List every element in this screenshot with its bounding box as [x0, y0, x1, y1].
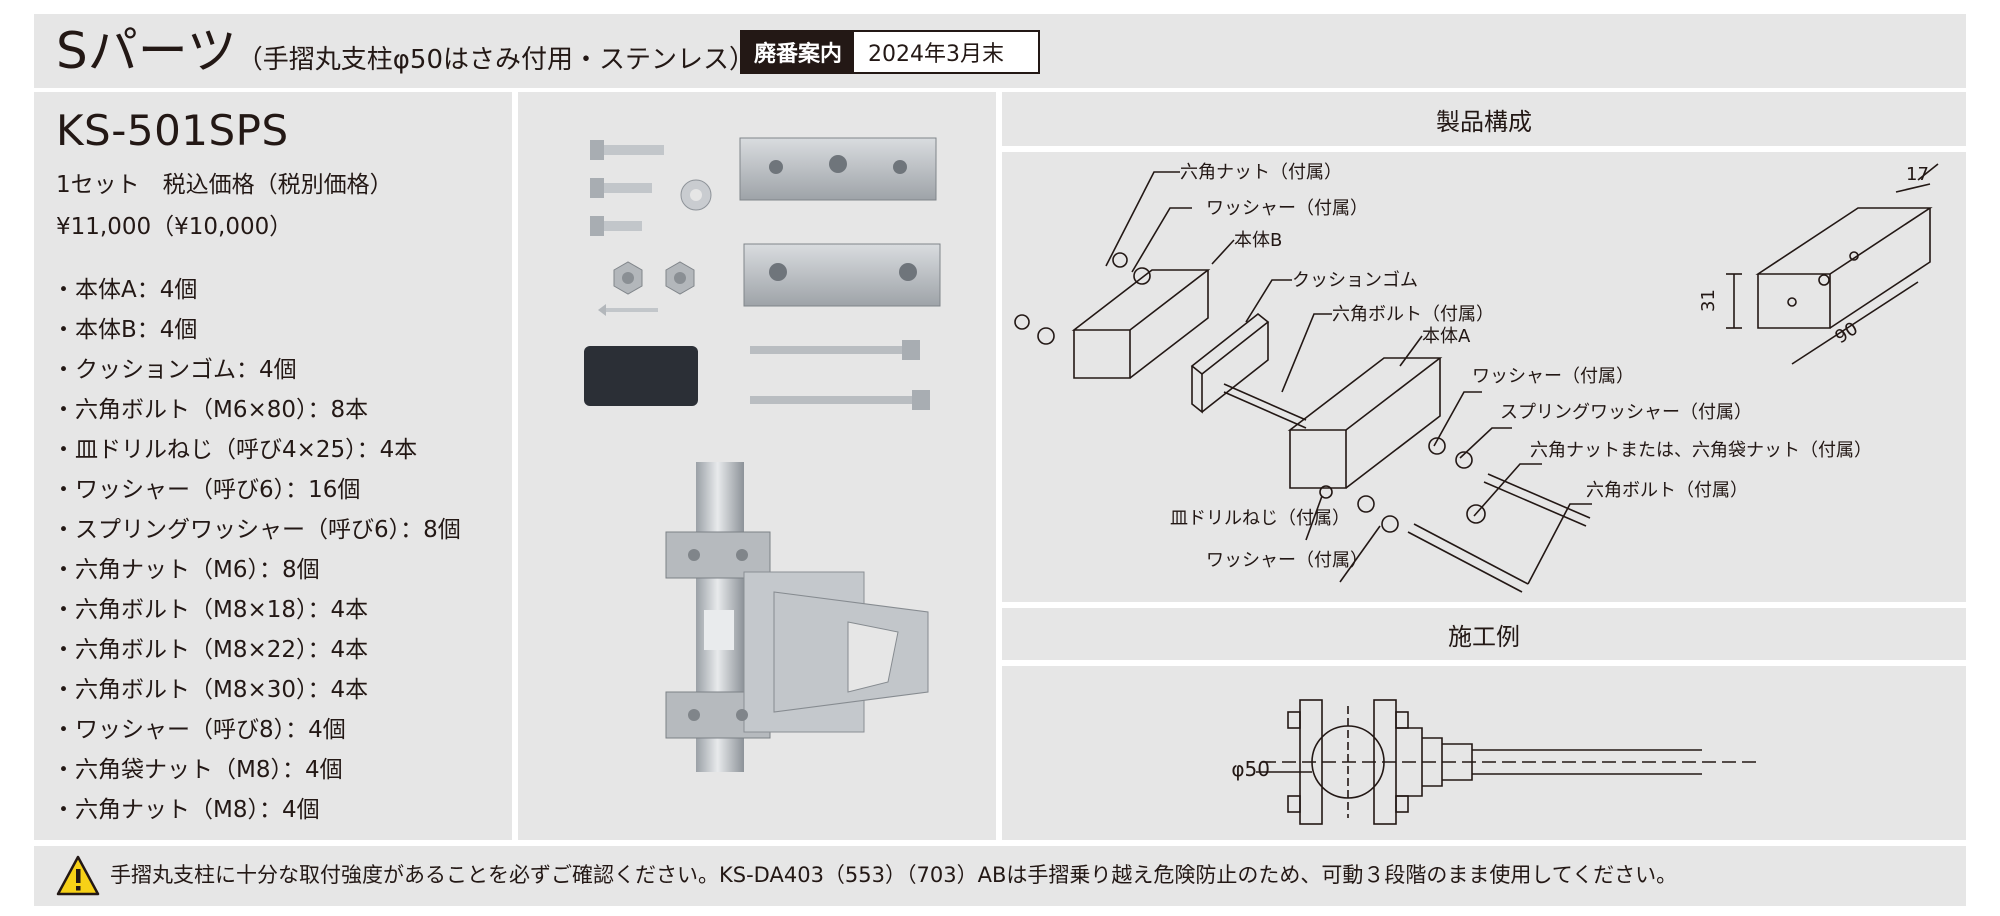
label-washer-bottom: ワッシャー（付属） [1206, 550, 1368, 571]
long-bolt-part [750, 340, 930, 410]
label-hex-bolt-mid: 六角ボルト（付属） [1332, 304, 1494, 325]
example-header: 施工例 [1002, 608, 1966, 660]
exploded-view-diagram: 六角ナット（付属） ワッシャー（付属） 本体B クッションゴム 六角ボルト（付属… [1014, 162, 1939, 593]
example-title: 施工例 [1448, 622, 1520, 651]
label-body-a: 本体A [1422, 326, 1471, 347]
composition-header: 製品構成 [1002, 92, 1966, 146]
composition-title: 製品構成 [1436, 107, 1532, 136]
list-item: ・ワッシャー（呼び8）：4個 [52, 717, 346, 743]
list-item: ・六角ナット（M8）：4個 [52, 797, 320, 823]
list-item: ・六角ボルト（M8×18）：4本 [52, 597, 369, 623]
discontinued-date: 2024年3月末 [868, 42, 1004, 67]
list-item: ・皿ドリルねじ（呼び4×25）：4本 [52, 437, 418, 463]
drill-screw-icon [598, 304, 658, 316]
discontinued-label: 廃番案内 [742, 32, 854, 72]
warning-triangle-icon [56, 855, 100, 896]
dimension-90: 90 [1831, 318, 1862, 348]
dimension-17: 17 [1906, 164, 1929, 185]
label-nut-or-cap-nut: 六角ナットまたは、六角袋ナット（付属） [1530, 440, 1872, 461]
list-item: ・六角ボルト（M8×22）：4本 [52, 637, 369, 663]
spec-panel: KS-501SPS 1セット 税込価格（税別価格） ¥11,000（¥10,00… [34, 92, 512, 840]
hex-nut-icon [613, 261, 695, 295]
list-item: ・クッションゴム：4個 [52, 357, 297, 383]
list-item: ・ワッシャー（呼び6）：16個 [52, 477, 361, 503]
list-item: ・本体B：4個 [52, 317, 198, 343]
cushion-rubber-part [584, 346, 698, 406]
list-item: ・六角ボルト（M6×80）：8本 [52, 397, 369, 423]
header-bar: Sパーツ（手摺丸支柱φ50はさみ付用・ステンレス） 廃番案内 2024年3月末 [34, 14, 1966, 88]
installation-drawing: φ50 [1231, 699, 1762, 825]
list-item: ・本体A：4個 [52, 277, 198, 303]
price-caption: 1セット 税込価格（税別価格） [56, 172, 393, 198]
label-drill-screw: 皿ドリルねじ（付属） [1170, 508, 1350, 529]
list-item: ・スプリングワッシャー（呼び6）：8個 [52, 517, 461, 543]
dimension-31: 31 [1698, 289, 1719, 312]
list-item: ・六角ナット（M6）：8個 [52, 557, 320, 583]
page-title: Sパーツ（手摺丸支柱φ50はさみ付用・ステンレス） [56, 22, 755, 89]
label-washer-right: ワッシャー（付属） [1472, 366, 1634, 387]
discontinued-notice: 廃番案内 2024年3月末 [740, 30, 1040, 74]
model-number: KS-501SPS [56, 106, 289, 155]
diameter-label: φ50 [1231, 757, 1270, 781]
label-hex-bolt-right: 六角ボルト（付属） [1586, 480, 1748, 501]
label-washer-top: ワッシャー（付属） [1206, 198, 1368, 219]
composition-diagram: 六角ナット（付属） ワッシャー（付属） 本体B クッションゴム 六角ボルト（付属… [1002, 152, 1966, 602]
price-value: ¥11,000（¥10,000） [56, 214, 293, 240]
product-photo-illustration [584, 137, 941, 772]
warning-footer: 手摺丸支柱に十分な取付強度があることを必ずご確認ください。KS-DA403（55… [34, 846, 1966, 906]
bolt-icon [590, 140, 664, 236]
list-item: ・六角ボルト（M8×30）：4本 [52, 677, 369, 703]
label-body-b: 本体B [1234, 230, 1282, 251]
warning-text: 手摺丸支柱に十分な取付強度があることを必ずご確認ください。KS-DA403（55… [110, 863, 1678, 887]
title-main: Sパーツ [56, 22, 237, 80]
body-b-part [743, 243, 941, 307]
list-item: ・六角袋ナット（M8）：4個 [52, 757, 343, 783]
label-spring-washer: スプリングワッシャー（付属） [1500, 402, 1752, 423]
label-hex-nut: 六角ナット（付属） [1180, 162, 1342, 183]
label-cushion: クッションゴム [1292, 270, 1418, 291]
parts-list: ・本体A：4個 ・本体B：4個 ・クッションゴム：4個 ・六角ボルト（M6×80… [52, 270, 461, 830]
example-diagram: φ50 [1002, 666, 1966, 840]
title-sub: （手摺丸支柱φ50はさみ付用・ステンレス） [236, 45, 755, 75]
product-photo [518, 92, 996, 840]
installed-example-photo [665, 462, 929, 772]
washer-icon [680, 179, 712, 211]
body-a-part [739, 137, 937, 201]
